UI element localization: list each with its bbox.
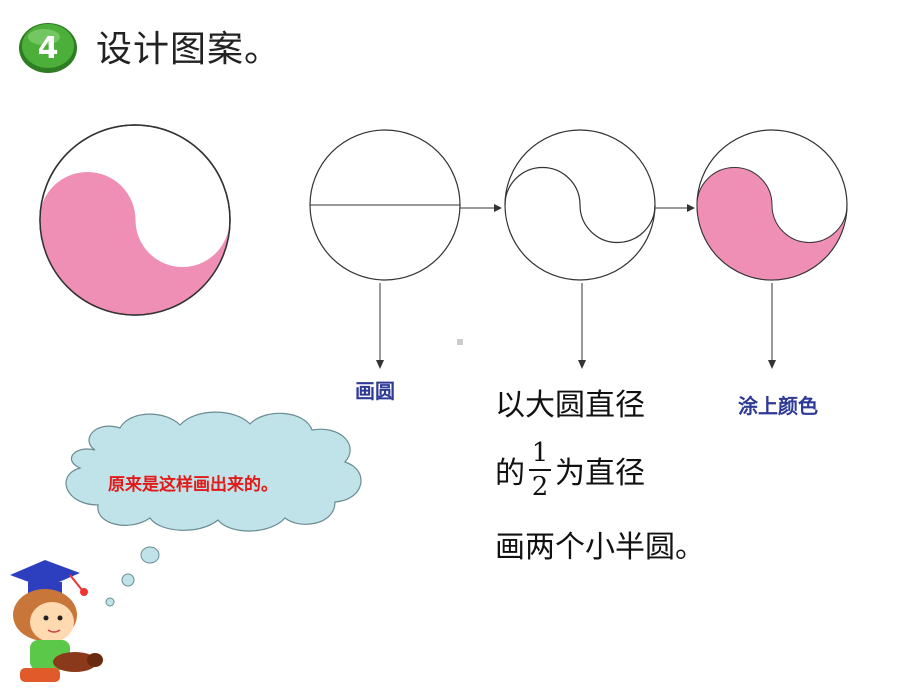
stray-dot — [457, 339, 463, 345]
arrow-right-1 — [460, 204, 502, 212]
fraction-numerator: 1 — [531, 438, 549, 468]
label-draw-circle: 画圆 — [355, 379, 395, 403]
fraction-bar — [529, 469, 551, 471]
instruction-line2-suffix: 为直径 — [555, 456, 645, 491]
cloud-text: 原来是这样画出来的。 — [108, 475, 278, 495]
arrow-right-2 — [655, 204, 695, 212]
page-title: 设计图案。 — [96, 29, 282, 70]
instruction-line2-prefix: 的 — [495, 456, 525, 491]
instruction-line-1: 以大圆直径 — [495, 388, 645, 423]
step-circle-3 — [696, 129, 848, 281]
finished-pattern-large — [39, 124, 231, 316]
arrow-down-3 — [768, 283, 776, 369]
badge-number: 4 — [38, 31, 59, 66]
instruction-line-2: 的 1 2 为直径 — [495, 440, 645, 500]
girl-character — [10, 560, 103, 682]
step-number-badge: 4 — [19, 23, 77, 73]
step-circle-2 — [504, 129, 656, 281]
arrow-down-2 — [578, 283, 586, 369]
label-color-it: 涂上颜色 — [738, 394, 818, 418]
fraction-denominator: 2 — [531, 472, 549, 502]
fraction-one-half: 1 2 — [529, 440, 551, 500]
instruction-line-3: 画两个小半圆。 — [495, 530, 705, 565]
step-circle-1 — [309, 129, 461, 281]
arrow-down-1 — [376, 283, 384, 369]
thought-cloud — [65, 411, 362, 607]
